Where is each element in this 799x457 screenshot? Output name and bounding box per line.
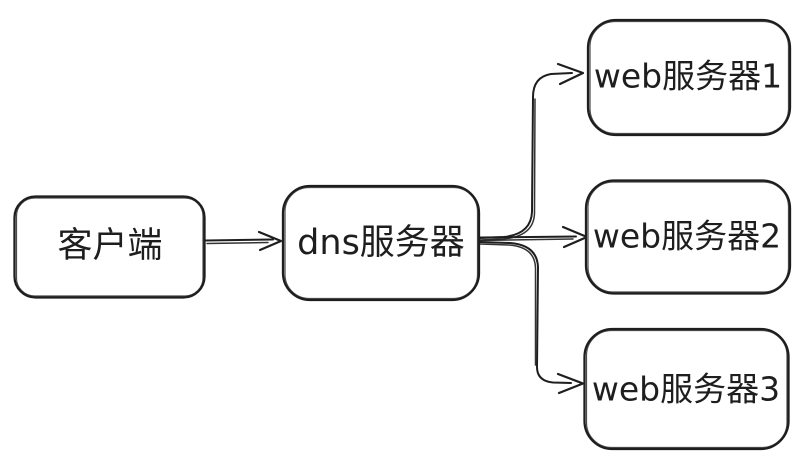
node-web2: web服务器2 [584, 179, 792, 295]
node-web3-box [583, 327, 790, 451]
node-web2-label: web服务器2 [593, 217, 781, 256]
node-web2-box [584, 179, 792, 295]
arrowhead-dns-to-web1 [556, 62, 585, 86]
edge-dns-to-web1 [479, 62, 585, 241]
node-dns-box [281, 184, 481, 302]
arrowhead-client-to-dns [257, 230, 283, 252]
arrowhead-dns-to-web3 [556, 372, 585, 395]
node-web1-label: web服务器1 [594, 57, 782, 96]
node-client-box [13, 195, 206, 299]
node-web3: web服务器3 [583, 327, 790, 451]
node-dns-label: dns服务器 [297, 223, 465, 263]
node-web1-box [586, 18, 792, 137]
edge-client-to-dns [205, 230, 283, 252]
node-web1: web服务器1 [586, 18, 792, 137]
node-dns: dns服务器 [281, 184, 481, 302]
node-client-label: 客户端 [57, 226, 162, 266]
node-client: 客户端 [13, 195, 206, 299]
edge-dns-to-web3 [479, 241, 585, 395]
node-web3-label: web服务器3 [592, 370, 780, 409]
